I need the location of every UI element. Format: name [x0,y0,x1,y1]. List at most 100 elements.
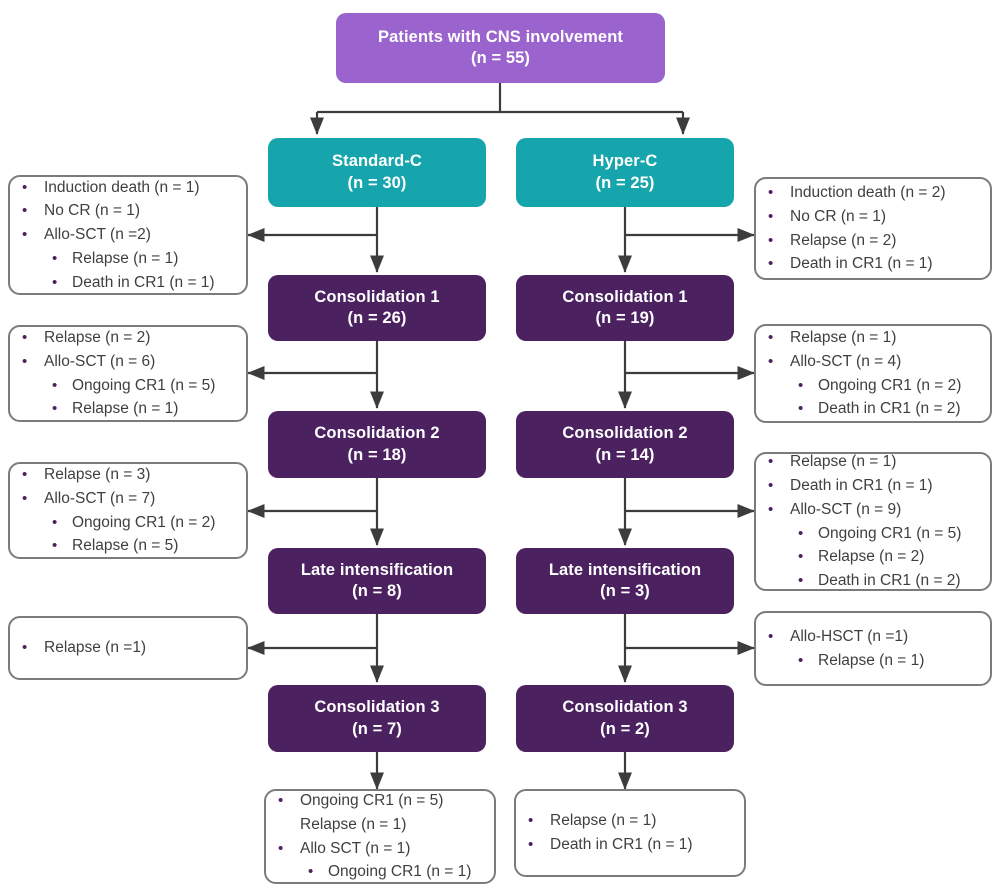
bullet-icon: • [278,791,284,809]
node-title: Standard-C [332,152,422,171]
sidebox-line-text: Death in CR1 (n = 1) [72,273,215,291]
sidebox-line-text: Relapse (n = 1) [72,400,179,418]
bullet-icon: • [798,651,804,669]
sidebox-line: • No CR (n = 1) [768,205,980,229]
sidebox-line-text: Relapse (n =1) [44,639,147,657]
sidebox-line: •Relapse (n = 1) [22,397,236,421]
bullet-icon: • [798,400,804,418]
bullet-icon: • [52,513,58,531]
sidebox-line: • Relapse (n =1) [22,636,236,660]
sidebox-line: •Allo-HSCT (n =1) [768,625,980,649]
sidebox-line: •Ongoing CR1 (n = 5) [768,522,980,546]
node-count: (n = 26) [347,309,407,327]
sidebox-left-after-late[interactable]: • Relapse (n =1) [8,616,248,680]
node-count: (n = 14) [595,445,655,464]
bullet-icon: • [22,639,28,657]
bullet-icon: • [22,328,28,346]
bullet-icon: • [768,207,774,225]
sidebox-line: •Relapse (n = 1) [768,450,980,474]
sidebox-left-after-cons2[interactable]: •Relapse (n = 3)•Allo-SCT (n = 7)•Ongoin… [8,462,248,559]
sidebox-line: •Death in CR1 (n = 2) [768,397,980,421]
bullet-icon: • [798,524,804,542]
sidebox-line: •Relapse (n = 1) [278,813,484,837]
bullet-icon: • [768,500,774,518]
node-right-consolidation-1[interactable]: Consolidation 1 (n = 19) [516,275,734,341]
node-title: Consolidation 1 [562,287,688,306]
sidebox-line: •No CR (n = 1) [22,199,236,223]
node-arm-hyper-c[interactable]: Hyper-C (n = 25) [516,138,734,207]
sidebox-right-after-cons2[interactable]: •Relapse (n = 1)•Death in CR1 (n = 1)•Al… [754,452,992,591]
bullet-icon: • [528,812,534,830]
node-count: (n = 19) [595,309,655,327]
node-title: Patients with CNS involvement [378,27,623,46]
sidebox-left-induction[interactable]: •Induction death (n = 1)•No CR (n = 1)•A… [8,175,248,295]
sidebox-line-text: No CR (n = 1) [790,207,887,225]
sidebox-left-after-cons1[interactable]: •Relapse (n = 2)•Allo-SCT (n = 6)•Ongoin… [8,325,248,422]
bullet-icon: • [22,489,28,507]
sidebox-line-text: Relapse (n = 1) [790,328,897,346]
sidebox-line: •Relapse (n = 2) [768,229,980,253]
node-left-consolidation-3[interactable]: Consolidation 3 (n = 7) [268,685,486,752]
sidebox-line: • Relapse (n = 1) [528,809,734,833]
sidebox-line-text: Ongoing CR1 (n = 1) [328,863,472,881]
sidebox-line-text: Allo-SCT (n = 4) [790,352,902,370]
sidebox-line: •Allo-SCT (n =2) [22,223,236,247]
sidebox-right-after-late[interactable]: •Allo-HSCT (n =1)•Relapse (n = 1) [754,611,992,686]
sidebox-left-terminal[interactable]: •Ongoing CR1 (n = 5)•Relapse (n = 1)•All… [264,789,496,884]
sidebox-line: •Relapse (n = 1) [22,247,236,271]
sidebox-right-after-cons1[interactable]: •Relapse (n = 1)•Allo-SCT (n = 4)•Ongoin… [754,324,992,423]
bullet-icon: • [798,376,804,394]
sidebox-line-text: No CR (n = 1) [44,202,141,220]
sidebox-line: •Relapse (n = 1) [768,326,980,350]
sidebox-line-text: Allo SCT (n = 1) [300,839,411,857]
sidebox-line: • Allo-SCT (n = 4) [768,350,980,374]
sidebox-line-text: Death in CR1 (n = 1) [790,255,933,273]
sidebox-line-text: Ongoing CR1 (n = 2) [72,513,216,531]
node-root-patients[interactable]: Patients with CNS involvement (n = 55) [336,13,665,83]
node-right-late-intensification[interactable]: Late intensification (n = 3) [516,548,734,614]
node-title: Consolidation 2 [562,424,688,443]
node-count: (n = 55) [470,49,531,67]
sidebox-line: •Relapse (n = 5) [22,534,236,558]
bullet-spacer-icon: • [278,814,300,837]
sidebox-line-text: Death in CR1 (n = 1) [790,476,933,494]
node-count: (n = 18) [347,445,407,464]
sidebox-line: •Induction death (n = 1) [22,176,236,200]
sidebox-line-text: Ongoing CR1 (n = 5) [72,376,216,394]
bullet-icon: • [768,453,774,471]
sidebox-line: •Death in CR1 (n = 1) [528,833,734,857]
sidebox-line-text: Allo-SCT (n = 9) [790,500,902,518]
node-arm-standard-c[interactable]: Standard-C (n = 30) [268,138,486,207]
sidebox-line-text: Allo-HSCT (n =1) [790,627,909,645]
bullet-icon: • [768,255,774,273]
node-left-consolidation-1[interactable]: Consolidation 1 (n = 26) [268,275,486,341]
sidebox-line: •Ongoing CR1 (n = 2) [768,374,980,398]
sidebox-right-terminal[interactable]: • Relapse (n = 1) •Death in CR1 (n = 1) [514,789,746,877]
node-count: (n = 8) [352,582,402,600]
bullet-icon: • [528,836,534,853]
sidebox-right-induction[interactable]: •Induction death (n = 2)•No CR (n = 1)•R… [754,177,992,280]
sidebox-line-text: Death in CR1 (n = 2) [818,572,961,590]
node-title: Consolidation 3 [562,698,688,717]
node-left-late-intensification[interactable]: Late intensification (n = 8) [268,548,486,614]
sidebox-line: • Death in CR1 (n = 1) [768,252,980,276]
node-count: (n = 2) [600,719,650,738]
bullet-icon: • [52,273,58,291]
node-count: (n = 3) [600,582,650,600]
sidebox-line: • Allo SCT (n = 1) [278,837,484,861]
sidebox-line-text: Relapse (n = 1) [550,812,657,830]
node-title: Consolidation 3 [314,698,440,717]
node-right-consolidation-3[interactable]: Consolidation 3 (n = 2) [516,685,734,752]
bullet-icon: • [22,226,28,244]
bullet-icon: • [278,839,284,857]
bullet-icon: • [768,352,774,370]
bullet-icon: • [52,249,58,267]
bullet-icon: • [22,178,28,196]
sidebox-line-text: Relapse (n = 2) [790,231,897,249]
sidebox-line-text: Relapse (n = 2) [818,548,925,566]
node-right-consolidation-2[interactable]: Consolidation 2 (n = 14) [516,411,734,478]
node-left-consolidation-2[interactable]: Consolidation 2 (n = 18) [268,411,486,478]
node-title: Consolidation 2 [314,424,440,443]
bullet-icon: • [768,476,774,494]
node-title: Consolidation 1 [314,287,440,306]
